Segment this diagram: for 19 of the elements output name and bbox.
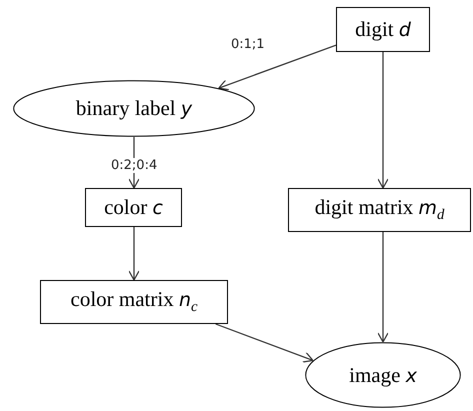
arrow — [218, 44, 336, 90]
ellipse-node — [305, 342, 461, 408]
arrow — [215, 323, 314, 363]
process-box — [288, 188, 471, 232]
node-label: color matrix n$_{c}$ — [70, 287, 198, 317]
arrow — [377, 232, 389, 343]
node-label: digit d — [355, 17, 411, 42]
edge-label: 0:2;0:4 — [110, 158, 158, 172]
node-label: image x — [349, 362, 417, 388]
node-label: binary label y — [76, 96, 192, 121]
process-box — [85, 188, 182, 227]
arrow — [377, 52, 389, 189]
arrow — [128, 227, 140, 281]
node-label: digit matrix m$_{d}$ — [314, 195, 444, 225]
process-box — [336, 7, 430, 52]
ellipse-node — [13, 80, 255, 137]
edge-label: 0:1;1 — [230, 36, 266, 52]
node-label: color c — [104, 195, 163, 220]
process-box — [40, 280, 228, 324]
